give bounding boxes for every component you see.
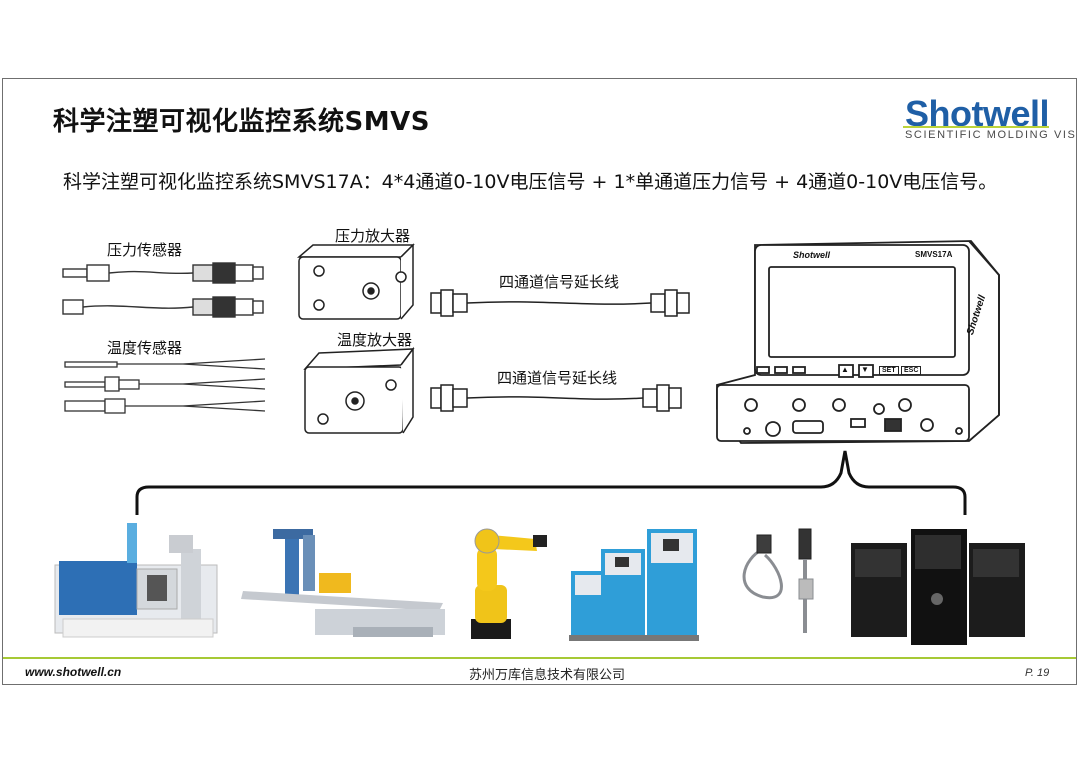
temperature-sensor-3 xyxy=(64,398,266,414)
footer-divider xyxy=(3,657,1076,659)
shotwell-logo: Shotwell SCIENTIFIC MOLDING VISUAL xyxy=(903,93,1076,145)
connection-bracket xyxy=(135,450,967,515)
pressure-amplifier-box xyxy=(296,243,415,320)
device-button-up: ▲ xyxy=(841,365,849,374)
logo-tagline: SCIENTIFIC MOLDING VISUAL xyxy=(905,129,1077,141)
injection-molding-machine-image xyxy=(54,523,218,638)
servers-image xyxy=(851,529,1025,645)
slide: 科学注塑可视化监控系统SMVS Shotwell SCIENTIFIC MOLD… xyxy=(2,78,1077,685)
temperature-sensor-label: 温度传感器 xyxy=(107,339,183,357)
footer-company: 苏州万库信息技术有限公司 xyxy=(469,668,626,683)
sensors-image xyxy=(742,528,814,633)
pressure-sensor-label: 压力传感器 xyxy=(107,241,183,259)
slide-title: 科学注塑可视化监控系统SMVS xyxy=(53,107,430,137)
temperature-sensor-1 xyxy=(64,358,266,370)
extension-cable-label-2: 四通道信号延长线 xyxy=(497,369,618,387)
extension-cable-1 xyxy=(430,289,690,317)
pressure-sensor-cable-1 xyxy=(62,262,264,284)
smvs17a-device xyxy=(716,240,1000,444)
pressure-amplifier-label: 压力放大器 xyxy=(335,227,411,245)
device-button-esc: ESC xyxy=(901,366,922,375)
industrial-robot-arm-image xyxy=(471,528,547,639)
device-button-down: ▼ xyxy=(861,365,869,374)
device-brand-badge: Shotwell xyxy=(793,250,831,260)
slide-subtitle: 科学注塑可视化监控系统SMVS17A：4*4通道0-10V电压信号 + 1*单通… xyxy=(63,171,998,193)
pressure-sensor-cable-2 xyxy=(62,296,264,318)
logo-underline xyxy=(903,126,1049,128)
temperature-sensor-2 xyxy=(64,376,266,392)
temperature-amplifier-box xyxy=(303,346,415,434)
device-model-badge: SMVS17A xyxy=(915,250,953,259)
mold-temperature-controllers-image xyxy=(569,529,699,641)
page-number: P. 19 xyxy=(1025,667,1050,679)
robot-manipulator-image xyxy=(241,529,445,637)
extension-cable-2 xyxy=(430,384,682,412)
footer-url: www.shotwell.cn xyxy=(25,665,122,679)
diagram-artwork xyxy=(54,240,1025,645)
temperature-amplifier-label: 温度放大器 xyxy=(337,331,413,349)
extension-cable-label-1: 四通道信号延长线 xyxy=(499,273,620,291)
device-button-set: SET xyxy=(879,366,899,375)
